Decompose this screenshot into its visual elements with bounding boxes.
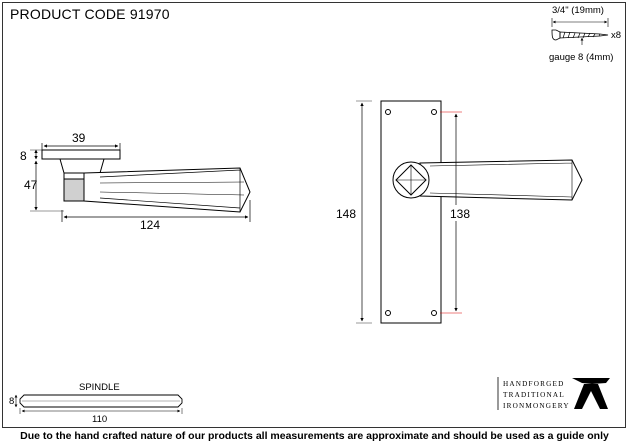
side-dimensions	[30, 143, 251, 222]
plate-height-value: 148	[336, 207, 356, 221]
lever-arm	[83, 167, 251, 213]
screw-length-label: 3/4" (19mm)	[552, 5, 604, 16]
screw-quantity: x8	[611, 30, 621, 41]
boss-cross	[396, 165, 426, 195]
fixing-hole-bottom-left	[385, 310, 391, 316]
anvil-logo-icon	[572, 378, 610, 409]
spindle-length-value: 110	[92, 414, 107, 425]
brand-line-1: HANDFORGED	[503, 380, 565, 388]
plate-height-label-bg	[335, 205, 360, 221]
fixing-hole-top-right	[431, 109, 437, 115]
fixing-centres-value: 138	[450, 207, 470, 221]
front-lever	[419, 159, 583, 201]
front-view	[380, 100, 583, 324]
spindle-detail: SPINDLE 8 110	[9, 382, 183, 425]
lever-length-value: 124	[140, 218, 160, 232]
fixing-hole-top-left	[385, 109, 391, 115]
spindle-label: SPINDLE	[79, 382, 120, 393]
drawing-frame	[2, 2, 626, 428]
brand-line-3: IRONMONGERY	[503, 402, 570, 410]
product-code-heading: PRODUCT CODE 91970	[10, 6, 170, 22]
screw-gauge-label: gauge 8 (4mm)	[549, 52, 613, 63]
product-code-label: PRODUCT CODE	[10, 6, 126, 22]
lever-facets	[99, 168, 241, 212]
rose-neck	[59, 158, 105, 174]
fixing-hole-bottom-right	[431, 310, 437, 316]
disclaimer-note: Due to the hand crafted nature of our pr…	[20, 430, 609, 442]
projection-value: 47	[24, 178, 38, 192]
brand-block: HANDFORGED TRADITIONAL IRONMONGERY	[497, 377, 610, 410]
brand-line-2: TRADITIONAL	[503, 391, 565, 399]
rose-disc	[41, 149, 121, 160]
front-lever-facets	[429, 160, 573, 200]
product-code-number: 91970	[129, 6, 170, 22]
rose-width-value: 39	[72, 131, 86, 145]
side-view	[41, 149, 251, 213]
boss-body	[63, 178, 85, 202]
lever-ridges	[99, 181, 245, 196]
screw-spec: 3/4" (19mm) x8 gauge 8 (4mm)	[549, 5, 621, 63]
backplate	[380, 100, 442, 324]
rose-height-value: 8	[20, 149, 27, 163]
spindle-size-value: 8	[9, 396, 14, 407]
fixing-centres-label-bg	[448, 205, 474, 221]
screw-icon	[551, 29, 609, 41]
